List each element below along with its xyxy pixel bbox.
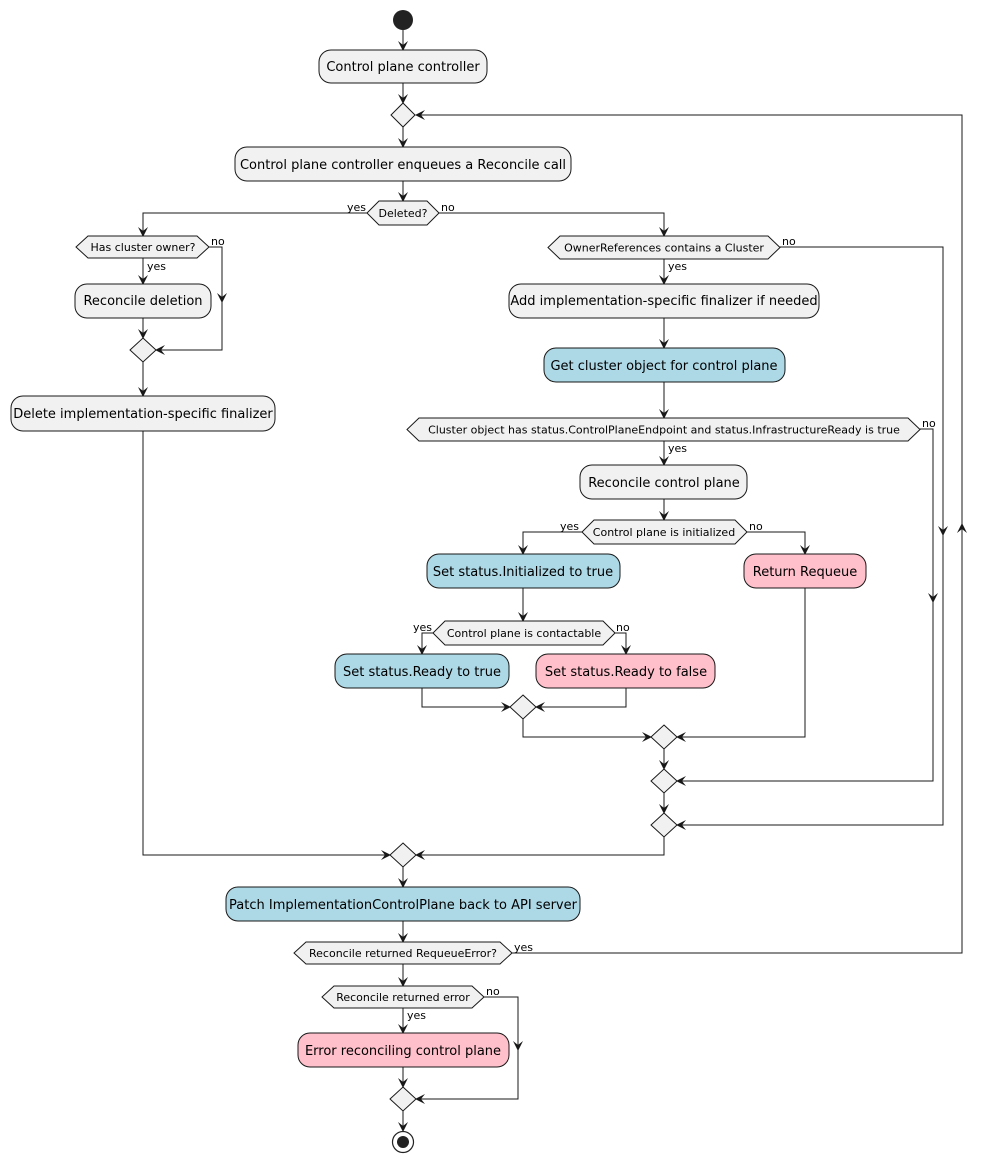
edge-label-yes: yes bbox=[668, 442, 687, 455]
edge-label-no: no bbox=[616, 621, 630, 634]
decision-label: OwnerReferences contains a Cluster bbox=[564, 242, 764, 255]
activity-set-ready-true: Set status.Ready to true bbox=[334, 653, 510, 689]
decision-label: Control plane is contactable bbox=[447, 627, 602, 640]
activity-label: Error reconciling control plane bbox=[305, 1044, 501, 1059]
nodes: Control plane controller Control plane c… bbox=[10, 10, 936, 1154]
activity-label: Control plane controller bbox=[326, 60, 480, 75]
activity-label: Control plane controller enqueues a Reco… bbox=[240, 158, 566, 173]
activity-reconcile-control-plane: Reconcile control plane bbox=[579, 464, 748, 500]
end-node bbox=[391, 1130, 415, 1154]
activity-control-plane-controller: Control plane controller bbox=[318, 49, 488, 84]
deletion-merge-node bbox=[129, 337, 157, 363]
decision-cluster-status: Cluster object has status.ControlPlaneEn… bbox=[406, 417, 921, 442]
edge-deleted-yes bbox=[138, 212, 367, 237]
activity-reconcile-deletion: Reconcile deletion bbox=[74, 283, 212, 319]
cluster-status-merge-node bbox=[650, 768, 678, 794]
decision-contactable: Control plane is contactable bbox=[432, 620, 616, 646]
decision-owner-references: OwnerReferences contains a Cluster bbox=[547, 235, 781, 260]
deleted-merge-node bbox=[389, 842, 417, 868]
decision-requeue-error: Reconcile returned RequeueError? bbox=[293, 941, 513, 965]
owner-refs-merge-node bbox=[650, 812, 678, 838]
activity-add-finalizer: Add implementation-specific finalizer if… bbox=[508, 283, 820, 319]
activity-error: Error reconciling control plane bbox=[297, 1032, 510, 1068]
decision-label: Has cluster owner? bbox=[91, 241, 196, 254]
edge-init-yes bbox=[518, 531, 582, 555]
loop-merge-node bbox=[390, 102, 416, 128]
activity-label: Set status.Initialized to true bbox=[433, 565, 613, 580]
edge-merge4-final bbox=[415, 837, 665, 860]
activity-patch: Patch ImplementationControlPlane back to… bbox=[225, 886, 581, 922]
edge-label-yes: yes bbox=[668, 260, 687, 273]
edge-label-no: no bbox=[782, 235, 796, 248]
decision-has-cluster-owner: Has cluster owner? bbox=[75, 235, 210, 259]
decision-label: Cluster object has status.ControlPlaneEn… bbox=[428, 424, 900, 437]
decision-label: Reconcile returned error bbox=[336, 991, 470, 1004]
edge-ownerrefs-no bbox=[676, 246, 944, 830]
initialized-merge-node bbox=[650, 724, 678, 750]
activity-label: Reconcile control plane bbox=[588, 476, 740, 491]
edge-readytrue-merge bbox=[421, 688, 511, 712]
activity-label: Set status.Ready to false bbox=[545, 665, 707, 680]
edge-label-no: no bbox=[486, 985, 500, 998]
edge-label-yes: yes bbox=[413, 621, 432, 634]
activity-label: Delete implementation-specific finalizer bbox=[13, 407, 273, 422]
activity-label: Reconcile deletion bbox=[83, 294, 202, 309]
edge-label-no: no bbox=[211, 235, 225, 248]
edge-contact-yes bbox=[417, 632, 433, 655]
decision-returned-error: Reconcile returned error bbox=[321, 985, 485, 1009]
activity-label: Add implementation-specific finalizer if… bbox=[510, 294, 817, 309]
edge-label-no: no bbox=[441, 201, 455, 214]
edge-label-yes: yes bbox=[514, 941, 533, 954]
decision-label: Control plane is initialized bbox=[593, 526, 735, 539]
decision-initialized: Control plane is initialized bbox=[581, 519, 748, 545]
activity-return-requeue: Return Requeue bbox=[743, 553, 867, 589]
decision-label: Deleted? bbox=[379, 207, 428, 220]
edge-label-yes: yes bbox=[407, 1009, 426, 1022]
edge-label-yes: yes bbox=[560, 520, 579, 533]
activity-label: Patch ImplementationControlPlane back to… bbox=[229, 898, 578, 913]
activity-label: Get cluster object for control plane bbox=[550, 359, 777, 374]
activity-enqueue: Control plane controller enqueues a Reco… bbox=[234, 146, 572, 182]
activity-label: Set status.Ready to true bbox=[343, 665, 501, 680]
edge-merge1-merge2 bbox=[522, 719, 652, 742]
activity-delete-finalizer: Delete implementation-specific finalizer bbox=[10, 395, 276, 432]
decision-label: Reconcile returned RequeueError? bbox=[309, 947, 497, 960]
edge-readyfalse-merge bbox=[535, 688, 627, 712]
edge-requeue-merge2 bbox=[676, 588, 806, 742]
edge-label-no: no bbox=[922, 417, 936, 430]
contactable-merge-node bbox=[509, 694, 537, 720]
start-node bbox=[393, 10, 413, 30]
error-merge-node bbox=[389, 1086, 417, 1112]
edge-label-yes: yes bbox=[147, 260, 166, 273]
edges bbox=[138, 30, 967, 1132]
edge-status-no bbox=[676, 428, 934, 786]
activity-label: Return Requeue bbox=[753, 565, 857, 580]
activity-get-cluster: Get cluster object for control plane bbox=[543, 347, 786, 383]
decision-deleted: Deleted? bbox=[366, 200, 440, 226]
activity-set-ready-false: Set status.Ready to false bbox=[535, 653, 716, 689]
edge-deleted-no bbox=[439, 212, 669, 237]
activity-set-initialized: Set status.Initialized to true bbox=[426, 553, 621, 589]
edge-label-no: no bbox=[749, 520, 763, 533]
edge-init-no bbox=[747, 531, 810, 555]
edge-label-yes: yes bbox=[347, 201, 366, 214]
edge-contact-no bbox=[615, 632, 631, 655]
edge-delete-final bbox=[142, 431, 391, 860]
